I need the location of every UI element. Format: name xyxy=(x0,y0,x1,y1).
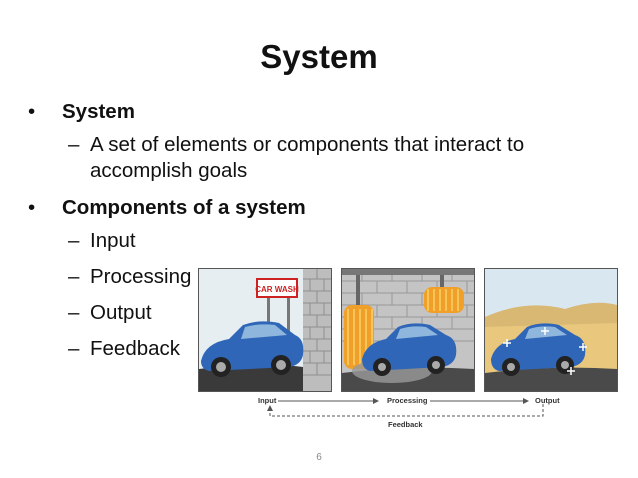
panel-input-image: CAR WASH xyxy=(198,268,332,392)
wash-brush-top xyxy=(424,287,464,313)
panel-processing-image xyxy=(341,268,475,392)
sub-bullet-output: – Output xyxy=(22,300,622,326)
feedback-loop-arrow xyxy=(267,404,544,417)
sub-bullet-definition: – A set of elements or components that i… xyxy=(22,132,622,184)
slide-title: System xyxy=(260,38,378,75)
sub-bullet-processing: – Processing xyxy=(22,264,622,290)
bullet-list: • System – A set of elements or componen… xyxy=(22,98,622,372)
bullet-dot-icon: • xyxy=(28,100,36,123)
sub-bullet-text: Processing xyxy=(90,265,192,288)
car-washing-illustration xyxy=(342,269,474,391)
flow-label-input: Input xyxy=(258,396,277,405)
car-wash-figure: CAR WASH xyxy=(198,268,618,436)
blue-car xyxy=(362,323,457,376)
flow-label-output: Output xyxy=(535,396,560,405)
car-entering-illustration: CAR WASH xyxy=(199,269,331,391)
panel-output-image xyxy=(484,268,618,392)
sub-bullet-input: – Input xyxy=(22,228,622,254)
sub-bullet-feedback: – Feedback xyxy=(22,336,622,362)
dash-icon: – xyxy=(68,337,80,360)
dash-icon: – xyxy=(68,229,80,252)
process-flow-diagram: Input Processing Output Feedback xyxy=(198,392,618,436)
bullet-label: System xyxy=(62,100,135,123)
bullet-dot-icon: • xyxy=(28,196,36,219)
brick-wall xyxy=(303,269,331,391)
page-number: 6 xyxy=(316,452,322,463)
clean-car-illustration xyxy=(485,269,617,391)
sign-label: CAR WASH xyxy=(255,285,299,294)
blue-car xyxy=(491,323,586,376)
car-wash-sign: CAR WASH xyxy=(255,278,299,339)
bullet-label: Components of a system xyxy=(62,196,306,219)
sub-bullet-text: Feedback xyxy=(90,337,181,360)
dash-icon: – xyxy=(68,301,80,324)
blue-car xyxy=(201,321,304,377)
bullet-components: • Components of a system xyxy=(22,194,622,222)
flow-label-feedback: Feedback xyxy=(388,420,423,429)
dash-icon: – xyxy=(68,133,80,156)
sub-bullet-text: Output xyxy=(90,301,152,324)
dash-icon: – xyxy=(68,265,80,288)
sub-bullet-text: Input xyxy=(90,229,136,252)
sub-bullet-text: A set of elements or components that int… xyxy=(90,133,525,182)
sparkle-icon xyxy=(503,327,587,375)
flow-arrows xyxy=(267,398,544,417)
flow-label-processing: Processing xyxy=(387,396,428,405)
bullet-system: • System xyxy=(22,98,622,126)
